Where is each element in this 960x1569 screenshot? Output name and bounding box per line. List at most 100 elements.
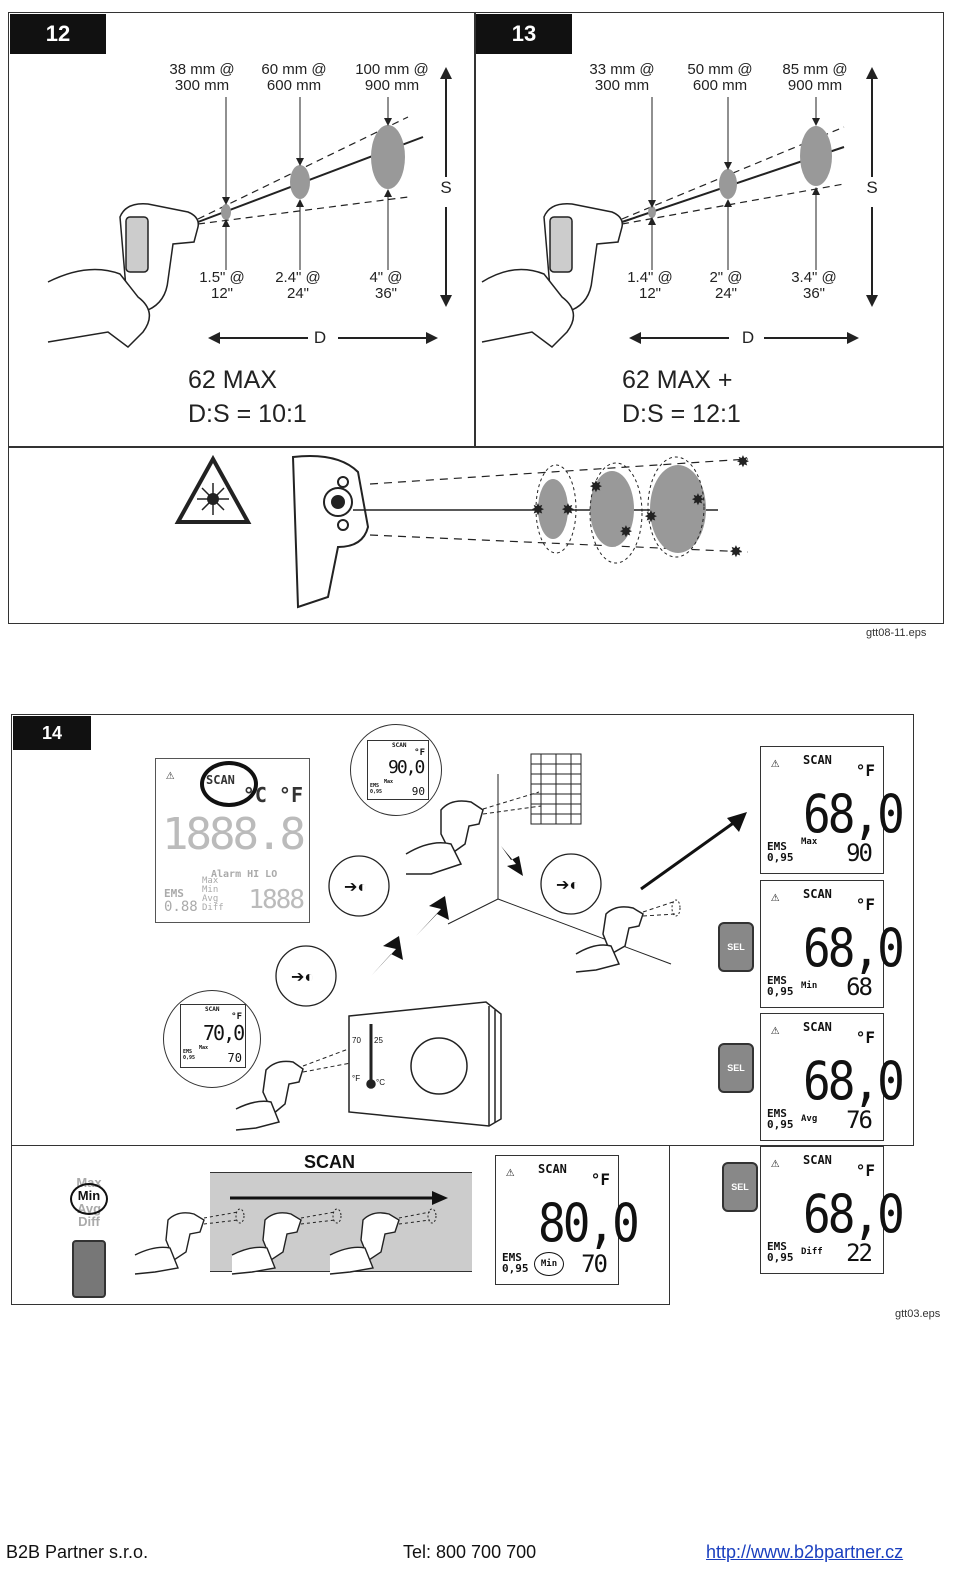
- ems-label: EMS: [164, 887, 184, 900]
- svg-text:✸: ✸: [691, 492, 704, 509]
- scan-arrow: [230, 1191, 448, 1205]
- sub-reading: 90: [846, 839, 873, 867]
- scan-indicator: SCAN: [803, 1020, 832, 1034]
- unit-indicator: °F: [855, 761, 875, 780]
- main-reading: 68,0: [803, 1183, 905, 1246]
- sub-reading: 70: [581, 1250, 608, 1278]
- sub-reading: 76: [846, 1106, 873, 1134]
- sel-button[interactable]: SEL: [718, 1043, 754, 1093]
- sub-segments: 1888: [248, 885, 305, 915]
- right-display-diff: ⚠ SCAN °F 68,0 Diff EMS 0,95 22: [760, 1146, 905, 1274]
- laser-warning-icon: ⚠: [771, 1155, 780, 1171]
- svg-text:➔◐: ➔◐: [344, 879, 367, 896]
- mini-sub: 70: [227, 1051, 242, 1065]
- sub-reading: 22: [846, 1239, 873, 1267]
- figure-top-frame: [8, 12, 944, 624]
- spot-600: [290, 165, 310, 199]
- svg-text:✸: ✸: [531, 502, 544, 519]
- svg-text:✸: ✸: [619, 524, 632, 541]
- thermometer-front-icon: [291, 455, 370, 609]
- mini-scan: SCAN: [205, 1006, 220, 1013]
- thermostat-label-f: °F: [352, 1074, 361, 1083]
- figure-top-filename: gtt08-11.eps: [866, 627, 927, 639]
- scan-bar-label: SCAN: [304, 1152, 356, 1172]
- panel-12-top-label-3: 100 mm @ 900 mm: [355, 61, 429, 94]
- main-reading: 80,0: [538, 1192, 640, 1255]
- panel-divider-horizontal: [8, 446, 944, 448]
- mini-ems: EMS 0,95: [370, 783, 383, 795]
- sel-switch[interactable]: [72, 1240, 106, 1298]
- scan-subpanel: [11, 1145, 670, 1305]
- svg-text:✸: ✸: [729, 544, 742, 561]
- mode-selection-ring: [70, 1183, 108, 1215]
- main-reading: 68,0: [803, 1050, 905, 1113]
- svg-text:✸: ✸: [644, 509, 657, 526]
- panel-14-tag: 14: [13, 716, 91, 750]
- mode-indicator: Avg: [801, 1114, 818, 1124]
- main-reading: 68,0: [803, 783, 905, 846]
- laser-warning-icon: ⚠: [166, 767, 175, 783]
- mode-indicator: Max: [801, 837, 818, 847]
- panel-12-s-label: S: [440, 178, 452, 197]
- scan-indicator: SCAN: [803, 753, 832, 767]
- svg-text:➔◐: ➔◐: [291, 969, 314, 986]
- mini-scan: SCAN: [392, 742, 407, 749]
- panel-13-d-label: D: [741, 328, 755, 347]
- panel-13-top-label-1: 33 mm @ 300 mm: [589, 61, 655, 94]
- spot-900: [371, 125, 405, 189]
- laser-diagram: ✸✸✸ ✸✸✸ ✸✸: [174, 454, 750, 609]
- panel-12-d-label: D: [313, 328, 327, 347]
- figure-bottom-filename: gtt03.eps: [895, 1308, 941, 1320]
- scan-indicator: SCAN: [803, 887, 832, 901]
- main-reading: 68,0: [803, 917, 905, 980]
- panel-12-ratio: D:S = 10:1: [188, 400, 307, 428]
- ems-indicator: EMS 0,95: [502, 1251, 529, 1275]
- panel-13-bottom-label-3: 3.4" @ 36": [791, 269, 837, 302]
- mode-indicator: Diff: [801, 1247, 823, 1257]
- svg-text:✸: ✸: [589, 479, 602, 496]
- mode-indicator: Min: [534, 1252, 564, 1276]
- panel-12-bottom-label-3: 4" @ 36": [369, 269, 403, 302]
- panel-12-tag: 12: [10, 14, 106, 54]
- mini-main: 90,0: [388, 757, 425, 778]
- footer-url[interactable]: http://www.b2bpartner.cz: [706, 1542, 903, 1563]
- sel-button[interactable]: SEL: [722, 1162, 758, 1212]
- panel-12-bottom-label-2: 2.4" @ 24": [275, 269, 321, 302]
- mini-ems: EMS 0,95: [183, 1049, 196, 1061]
- ems-indicator: EMS 0,95: [767, 974, 794, 998]
- mini-unit: °F: [231, 1012, 242, 1022]
- thermostat-label-c: °C: [376, 1078, 385, 1087]
- laser-warning-icon: ⚠: [771, 1022, 780, 1038]
- unit-indicator: °F: [855, 1161, 875, 1180]
- footer-phone: Tel: 800 700 700: [403, 1542, 537, 1562]
- laser-warning-icon: [174, 454, 252, 524]
- thermometer-gun-icon: [47, 203, 200, 348]
- unit-indicator: °F: [855, 1028, 875, 1047]
- footer-url-link[interactable]: http://www.b2bpartner.cz: [706, 1542, 904, 1562]
- spot-900: [800, 126, 832, 186]
- mode-indicator: Min: [801, 981, 818, 991]
- panel-13-top-label-3: 85 mm @ 900 mm: [782, 61, 848, 94]
- sel-button[interactable]: SEL: [718, 922, 754, 972]
- ems-indicator: EMS 0,95: [767, 1107, 794, 1131]
- main-segments: 1888.8: [162, 809, 306, 860]
- footer-company: B2B Partner s.r.o.: [6, 1542, 149, 1562]
- svg-text:✸: ✸: [561, 502, 574, 519]
- panel-13-s-label: S: [866, 178, 878, 197]
- sub-reading: 68: [846, 973, 873, 1001]
- mini-display-90: SCAN °F 90,0 Max EMS 0,95 90: [367, 740, 429, 800]
- panel-13-bottom-label-2: 2" @ 24": [709, 269, 743, 302]
- thermostat-icon: [348, 1001, 502, 1127]
- mini-display-70: SCAN °F 70,0 Max EMS 0,95 70: [180, 1004, 246, 1068]
- panel-12-model: 62 MAX: [188, 366, 277, 394]
- alarm-indicator: Alarm HI LO: [211, 869, 278, 880]
- panel-12-bottom-label-1: 1.5" @ 12": [199, 269, 245, 302]
- thermometer-gun-icon: [235, 800, 644, 1131]
- panel-14-illustration: ➔◐➔◐➔◐: [235, 753, 747, 1131]
- thermostat-label-70: 70: [352, 1036, 361, 1045]
- scan-display: ⚠ SCAN °F 80,0 Min EMS 0,95 70: [495, 1155, 640, 1285]
- laser-warning-icon: ⚠: [506, 1164, 515, 1180]
- panel-13-bottom-label-1: 1.4" @ 12": [627, 269, 673, 302]
- mini-unit: °F: [414, 748, 425, 758]
- panel-13-top-label-2: 50 mm @ 600 mm: [687, 61, 753, 94]
